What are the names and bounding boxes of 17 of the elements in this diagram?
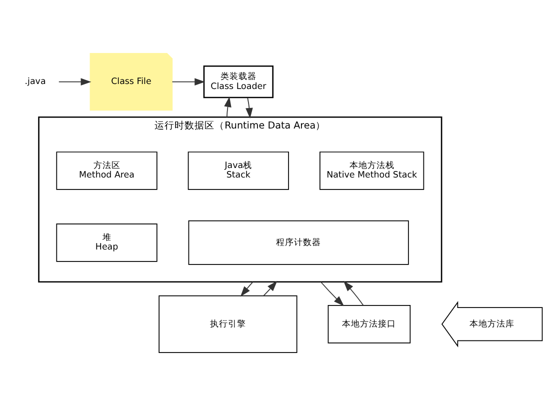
node-box: Java栈 Stack xyxy=(188,152,289,190)
arrow xyxy=(224,96,232,118)
arrow xyxy=(172,78,206,86)
node-box: 堆 Heap xyxy=(56,224,158,262)
node-box: 执行引擎 xyxy=(158,295,298,353)
node-box: 本地方法栈 Native Method Stack xyxy=(320,152,424,190)
arrow xyxy=(263,280,278,296)
arrow xyxy=(58,78,92,86)
node-text: .java xyxy=(24,77,46,87)
node-box: 类装载器 Class Loader xyxy=(203,65,274,98)
node-box: 本地方法接口 xyxy=(328,305,411,344)
arrow xyxy=(320,281,344,306)
arrow xyxy=(240,281,254,297)
arrow xyxy=(246,97,253,118)
node-box: 方法区 Method Area xyxy=(56,152,158,190)
node-box: 程序计数器 xyxy=(188,220,409,265)
arrow xyxy=(343,280,364,306)
